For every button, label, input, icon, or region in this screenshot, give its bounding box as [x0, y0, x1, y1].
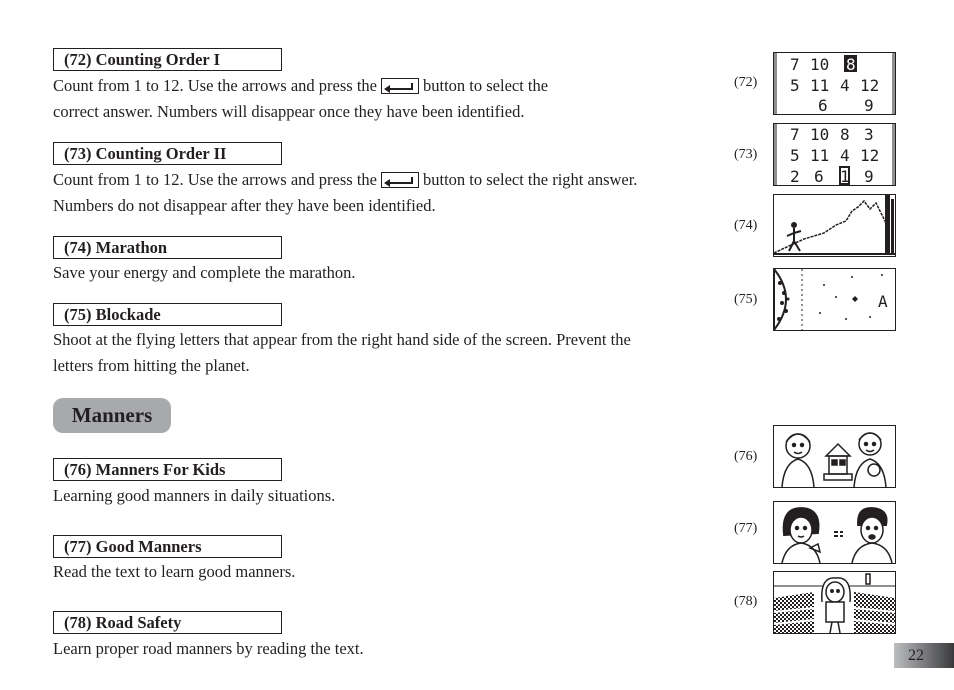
screenshot-72-counting-order-1: 7 10 8 5 11 4 12 6 9	[773, 52, 896, 115]
lcd-cursor	[839, 166, 850, 185]
lcd-number: 3	[864, 125, 874, 144]
ship-icon	[852, 296, 858, 302]
child-figure	[821, 577, 851, 633]
item-72-desc-line2: correct answer. Numbers will disappear o…	[53, 102, 525, 121]
item-77-header: (77) Good Manners	[53, 535, 282, 558]
lcd-number-selected: 1	[840, 167, 850, 185]
item-74-desc-line1: Save your energy and complete the marath…	[53, 263, 356, 282]
enter-key-icon	[380, 78, 419, 94]
item-73-desc-line1: Count from 1 to 12. Use the arrows and p…	[53, 167, 637, 193]
lcd-number: 5	[790, 76, 800, 95]
item-73-header: (73) Counting Order II	[53, 142, 282, 165]
screenshot-label-75: (75)	[734, 292, 758, 307]
energy-bar	[885, 195, 890, 254]
traffic-signal-icon	[865, 573, 871, 585]
lcd-number: 11	[810, 146, 829, 165]
lcd-number: 9	[864, 167, 874, 185]
screenshot-74-marathon	[773, 194, 896, 257]
enter-key-icon	[380, 172, 419, 188]
lcd-number: 7	[790, 125, 800, 144]
lcd-number: 2	[790, 167, 800, 185]
lcd-number: 7	[790, 55, 800, 74]
screenshot-76-manners-for-kids	[773, 425, 896, 488]
item-75-desc-line1: Shoot at the flying letters that appear …	[53, 330, 631, 349]
item-78-header: (78) Road Safety	[53, 611, 282, 634]
item-73-text-before: Count from 1 to 12. Use the arrows and p…	[53, 170, 377, 189]
screenshot-label-78: (78)	[734, 594, 758, 609]
page-number: 22	[894, 643, 954, 668]
lcd-number: 12	[860, 146, 879, 165]
item-77-desc-line1: Read the text to learn good manners.	[53, 562, 296, 581]
screenshot-73-counting-order-2: 7 10 8 3 5 11 4 12 2 6 1 9	[773, 123, 896, 186]
item-78-desc-line1: Learn proper road manners by reading the…	[53, 639, 364, 658]
item-74-header: (74) Marathon	[53, 236, 282, 259]
lcd-number: 8	[840, 125, 850, 144]
screenshot-label-72: (72)	[734, 75, 758, 90]
item-72-text-after: button to select the	[422, 76, 549, 95]
lcd-number: 5	[790, 146, 800, 165]
item-72-text-before: Count from 1 to 12. Use the arrows and p…	[53, 76, 377, 95]
screenshot-label-76: (76)	[734, 449, 758, 464]
item-75-desc-line2: letters from hitting the planet.	[53, 356, 250, 375]
planet-icon	[774, 269, 790, 330]
lcd-number: 11	[810, 76, 829, 95]
lcd-number-selected: 8	[846, 55, 856, 74]
item-72-desc-line1: Count from 1 to 12. Use the arrows and p…	[53, 73, 548, 99]
item-75-header: (75) Blockade	[53, 303, 282, 326]
lcd-cursor	[844, 55, 857, 72]
lcd-number: 4	[840, 146, 850, 165]
screenshot-label-73: (73)	[734, 147, 758, 162]
lcd-number: 10	[810, 125, 829, 144]
screenshot-75-blockade: A	[773, 268, 896, 331]
lcd-number: 4	[840, 76, 850, 95]
section-title-manners: Manners	[53, 398, 171, 433]
lcd-number: 12	[860, 76, 879, 95]
item-72-header: (72) Counting Order I	[53, 48, 282, 71]
screenshot-77-good-manners	[773, 501, 896, 564]
item-76-header: (76) Manners For Kids	[53, 458, 282, 481]
lcd-number: 10	[810, 55, 829, 74]
lcd-number: 6	[814, 167, 824, 185]
item-73-text-after: button to select the right answer.	[422, 170, 638, 189]
lcd-number: 9	[864, 96, 874, 114]
item-76-desc-line1: Learning good manners in daily situation…	[53, 486, 336, 505]
screenshot-78-road-safety	[773, 571, 896, 634]
lcd-number: 6	[818, 96, 828, 114]
screenshot-label-77: (77)	[734, 521, 758, 536]
runner-icon	[786, 222, 802, 252]
item-73-desc-line2: Numbers do not disappear after they have…	[53, 196, 436, 215]
screenshot-label-74: (74)	[734, 218, 758, 233]
flying-letter: A	[878, 292, 888, 311]
